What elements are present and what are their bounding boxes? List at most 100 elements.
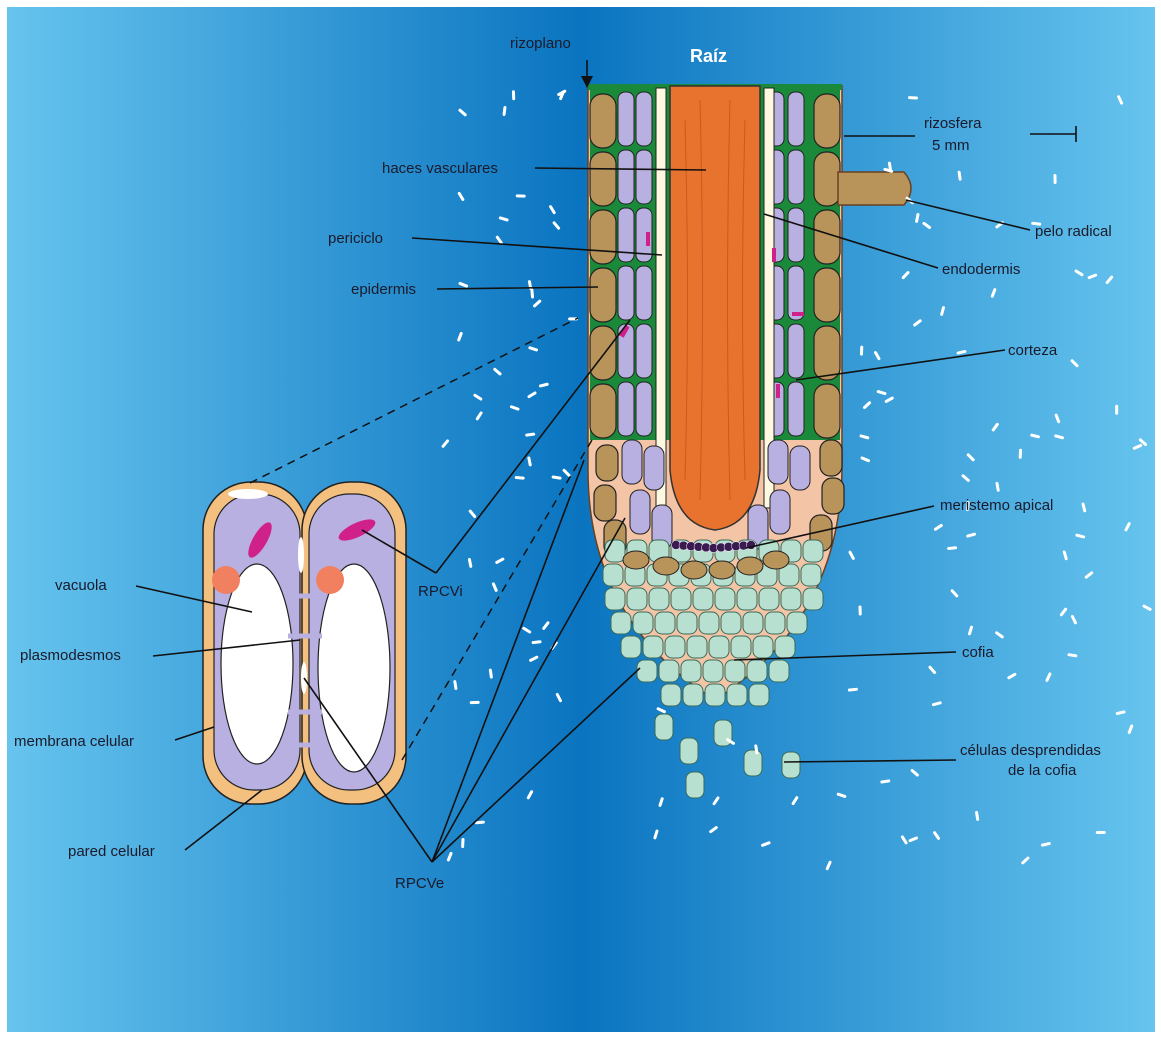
meristem-border-cell: [709, 561, 735, 579]
tip-cortex-cell: [790, 446, 810, 490]
cortex-cell: [788, 266, 804, 320]
epidermis-cell: [814, 94, 840, 148]
cortex-cell: [636, 324, 652, 378]
cap-cell: [743, 612, 763, 634]
cap-cell: [683, 684, 703, 706]
cortex-cell: [618, 150, 634, 204]
cortex-cell: [618, 266, 634, 320]
cap-cell: [637, 660, 657, 682]
cap-cell: [643, 636, 663, 658]
cortex-cell: [788, 208, 804, 262]
cortex-cell: [618, 208, 634, 262]
cap-cell: [603, 564, 623, 586]
vacuole-left: [221, 564, 293, 764]
cap-cell: [759, 588, 779, 610]
label-cofia: cofia: [962, 644, 994, 661]
cap-cell: [801, 564, 821, 586]
cap-cell: [769, 660, 789, 682]
label-endodermis: endodermis: [942, 261, 1020, 278]
cortex-cell: [618, 92, 634, 146]
tip-cortex-cell: [768, 440, 788, 484]
cortex-cell: [788, 324, 804, 378]
epidermis-cell: [590, 210, 616, 264]
root-hair: [838, 172, 911, 205]
tip-cortex-cell: [770, 490, 790, 534]
bacterium: [1115, 405, 1118, 415]
cap-cell: [649, 588, 669, 610]
label-rpcve: RPCVe: [395, 875, 444, 892]
label-rpcvi: RPCVi: [418, 583, 463, 600]
cap-cell: [703, 660, 723, 682]
epidermis-cell: [814, 268, 840, 322]
cap-cell: [775, 636, 795, 658]
cap-cell: [747, 660, 767, 682]
cortex-cell: [636, 150, 652, 204]
cap-cell: [731, 636, 751, 658]
bacterium: [461, 838, 465, 848]
cap-cell: [621, 636, 641, 658]
detached-cap-cell: [680, 738, 698, 764]
label-pared: pared celular: [68, 843, 155, 860]
tip-epidermis-cell: [822, 478, 844, 514]
cap-cell: [727, 684, 747, 706]
detached-cap-cell: [782, 752, 800, 778]
vacuole-right: [318, 564, 390, 772]
cap-cell: [765, 612, 785, 634]
label-scale: 5 mm: [932, 137, 970, 154]
epidermis-cell: [814, 326, 840, 380]
tip-epidermis-cell: [820, 440, 842, 476]
cap-cell: [665, 636, 685, 658]
meristem-border-cell: [681, 561, 707, 579]
bacterium: [1096, 831, 1106, 834]
cap-cell: [661, 684, 681, 706]
title-raiz: Raíz: [690, 46, 727, 66]
bacterium: [516, 194, 526, 197]
cap-cell: [715, 588, 735, 610]
bacterium: [908, 96, 918, 100]
vascular-cylinder: [670, 86, 760, 530]
cap-cell: [671, 588, 691, 610]
tip-cortex-cell: [644, 446, 664, 490]
cap-cell: [605, 540, 625, 562]
epidermis-cell: [814, 152, 840, 206]
cap-cell: [627, 588, 647, 610]
background: [7, 7, 1155, 1032]
cap-cell: [693, 588, 713, 610]
bacterium: [470, 701, 480, 704]
meristem-border-cell: [623, 551, 649, 569]
epidermis-cell: [590, 326, 616, 380]
label-meristemo: meristemo apical: [940, 497, 1053, 514]
tip-cortex-cell: [630, 490, 650, 534]
epidermis-cell: [590, 268, 616, 322]
cortex-cell: [788, 150, 804, 204]
label-corteza: corteza: [1008, 342, 1058, 359]
cap-cell: [737, 588, 757, 610]
label-membrana: membrana celular: [14, 733, 134, 750]
cortex-cell: [636, 382, 652, 436]
tip-epidermis-cell: [594, 485, 616, 521]
label-vacuola: vacuola: [55, 577, 107, 594]
label-rizoplano: rizoplano: [510, 35, 571, 52]
cap-cell: [787, 612, 807, 634]
cap-cell: [749, 684, 769, 706]
cap-cell: [709, 636, 729, 658]
label-plasmodesmos: plasmodesmos: [20, 647, 121, 664]
cortex-cell: [636, 266, 652, 320]
magnified-cells: [203, 482, 406, 804]
label-periciclo: periciclo: [328, 230, 383, 247]
detached-cap-cell: [744, 750, 762, 776]
cap-cell: [721, 612, 741, 634]
label-pelo: pelo radical: [1035, 223, 1112, 240]
cap-cell: [699, 612, 719, 634]
bacterium: [512, 90, 515, 100]
surface-bacterium-top: [228, 489, 268, 499]
cortex-cell: [618, 382, 634, 436]
epidermis-cell: [590, 384, 616, 438]
cap-cell: [753, 636, 773, 658]
cap-cell: [633, 612, 653, 634]
cortex-cell: [788, 92, 804, 146]
cortex-cell: [636, 92, 652, 146]
cap-cell: [605, 588, 625, 610]
label-haces: haces vasculares: [382, 160, 498, 177]
meristem-border-cell: [737, 557, 763, 575]
